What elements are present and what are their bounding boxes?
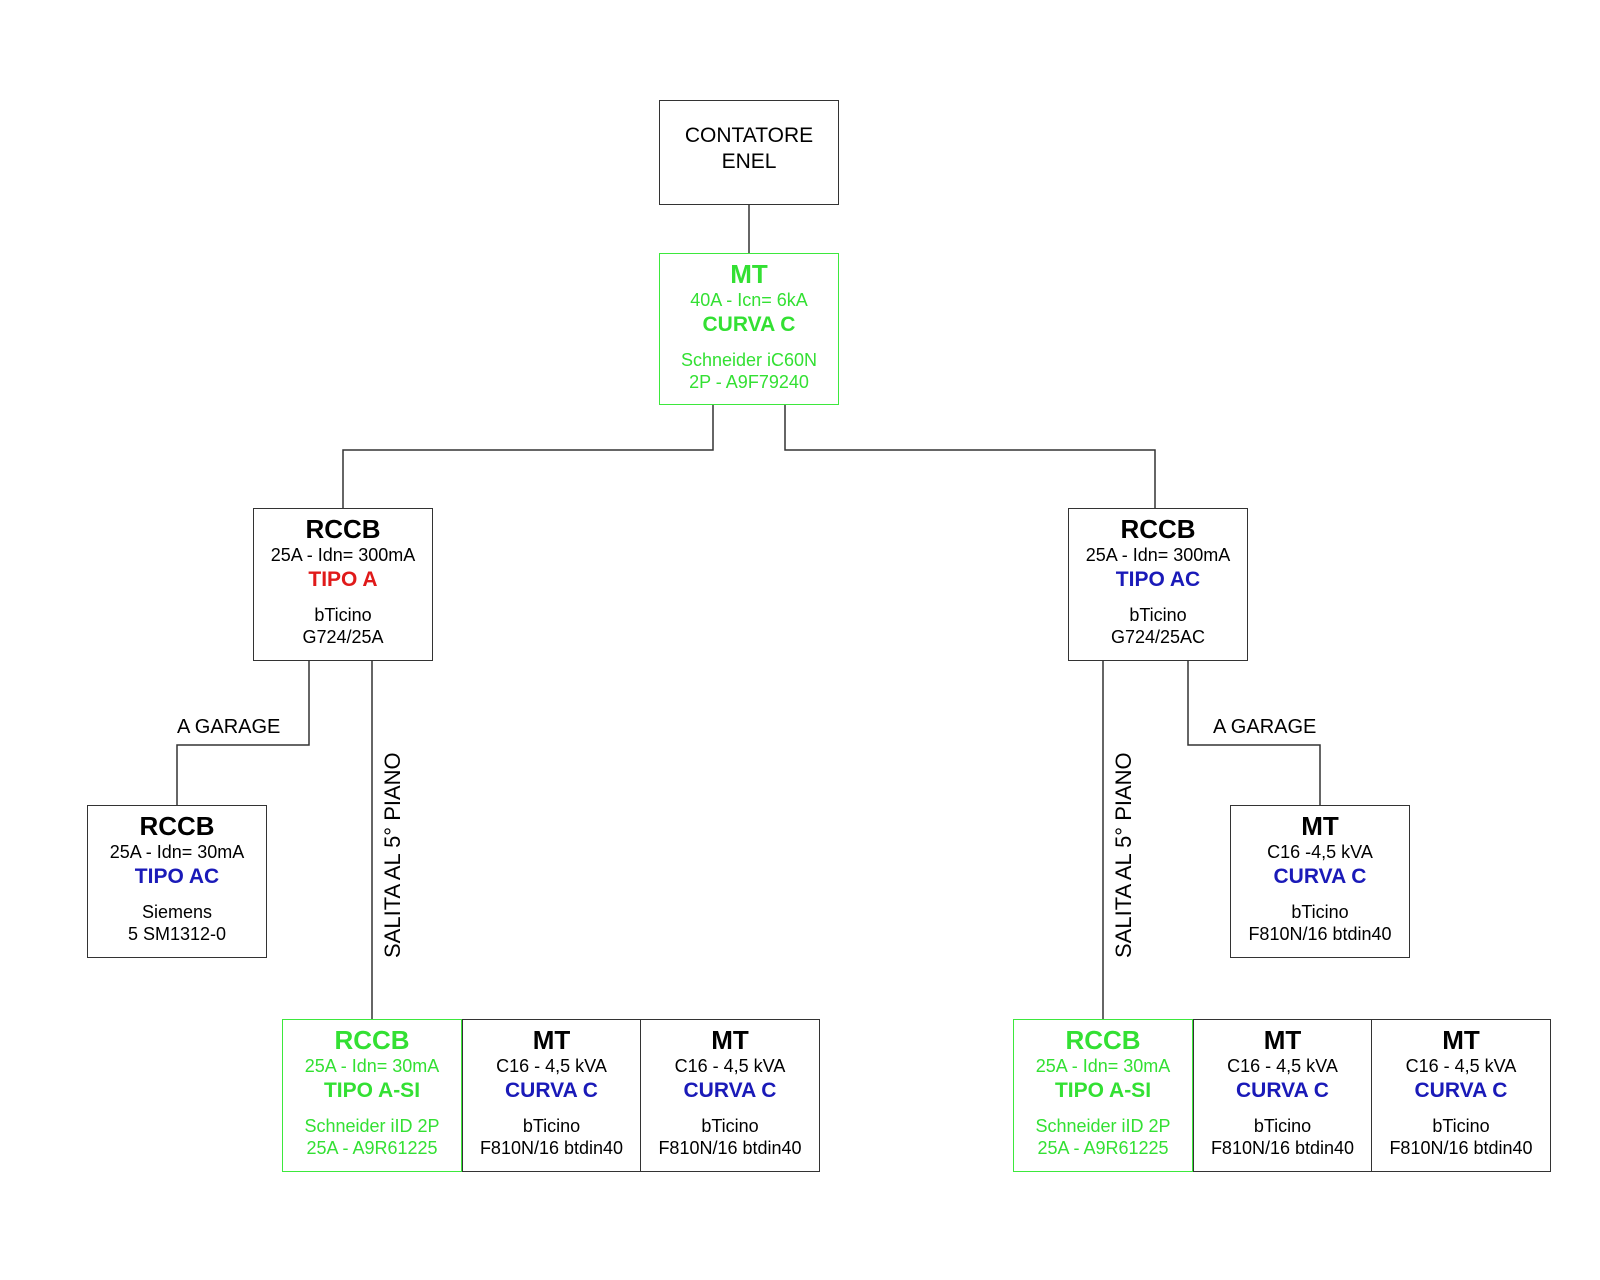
floor-left-mt2-title: MT: [711, 1025, 749, 1055]
floor-right-mt2-model-line1: bTicino: [1432, 1116, 1490, 1136]
riser-left-label: SALITA AL 5° PIANO: [380, 752, 405, 958]
floor-right-rccb-model-line1: Schneider iID 2P: [1035, 1116, 1171, 1136]
wire-main-rccb-left: [342, 405, 714, 508]
floor-left-mt1-model-line2: F810N/16 btdin40: [479, 1138, 624, 1158]
rccb-right-title: RCCB: [1120, 514, 1196, 544]
floor-right-mt1-box: MT C16 - 4,5 kVA CURVA C bTicino F810N/1…: [1193, 1019, 1372, 1172]
rccb-left-box: RCCB 25A - Idn= 300mA TIPO A bTicino G72…: [253, 508, 433, 661]
floor-left-mt2-model-line2: F810N/16 btdin40: [658, 1138, 802, 1158]
floor-left-mt1-model-line1: bTicino: [522, 1116, 581, 1136]
wire-rccb-right-garage: [1187, 661, 1321, 805]
floor-left-mt2-curve: CURVA C: [683, 1079, 777, 1102]
rccb-left-model-line1: bTicino: [314, 605, 372, 625]
floor-right-mt1-model-line1: bTicino: [1253, 1116, 1312, 1136]
garage-right-title: MT: [1301, 811, 1339, 841]
garage-left-model-line2: 5 SM1312-0: [127, 924, 227, 944]
rccb-right-rating: 25A - Idn= 300mA: [1085, 545, 1231, 565]
floor-right-mt1-title: MT: [1263, 1025, 1302, 1055]
rccb-left-type: TIPO A: [308, 568, 378, 591]
meter-label-line2: ENEL: [721, 150, 777, 173]
floor-left-mt2-rating: C16 - 4,5 kVA: [674, 1056, 786, 1076]
rccb-left-model-line2: G724/25A: [302, 627, 384, 647]
floor-left-mt2-model-line1: bTicino: [701, 1116, 759, 1136]
garage-right-model-line1: bTicino: [1291, 902, 1349, 922]
floor-right-rccb-type: TIPO A-SI: [1054, 1079, 1152, 1102]
floor-right-mt2-box: MT C16 - 4,5 kVA CURVA C bTicino F810N/1…: [1371, 1019, 1551, 1172]
garage-left-title: RCCB: [139, 811, 215, 841]
floor-left-rccb-box: RCCB 25A - Idn= 30mA TIPO A-SI Schneider…: [282, 1019, 462, 1172]
rccb-right-model-line2: G724/25AC: [1110, 627, 1206, 647]
garage-right-label: A GARAGE: [1213, 716, 1317, 738]
riser-right-label: SALITA AL 5° PIANO: [1111, 752, 1136, 958]
meter-box: CONTATORE ENEL: [659, 100, 839, 205]
wire-rccb-left-garage: [176, 661, 310, 805]
main-breaker-box: MT 40A - Icn= 6kA CURVA C Schneider iC60…: [659, 253, 839, 405]
garage-right-model-line2: F810N/16 btdin40: [1248, 924, 1392, 944]
garage-left-type: TIPO AC: [134, 865, 220, 888]
wire-main-rccb-right: [784, 405, 1156, 508]
floor-right-mt2-title: MT: [1442, 1025, 1480, 1055]
garage-left-label: A GARAGE: [177, 716, 281, 738]
floor-left-mt1-box: MT C16 - 4,5 kVA CURVA C bTicino F810N/1…: [462, 1019, 641, 1172]
floor-right-rccb-title: RCCB: [1065, 1025, 1141, 1055]
rccb-right-type: TIPO AC: [1115, 568, 1201, 591]
floor-right-mt2-rating: C16 - 4,5 kVA: [1405, 1056, 1517, 1076]
main-breaker-model-line2: 2P - A9F79240: [689, 372, 809, 392]
garage-right-curve: CURVA C: [1273, 865, 1367, 888]
main-breaker-title: MT: [730, 259, 768, 289]
floor-left-mt1-rating: C16 - 4,5 kVA: [496, 1056, 607, 1076]
floor-left-mt2-box: MT C16 - 4,5 kVA CURVA C bTicino F810N/1…: [640, 1019, 820, 1172]
main-breaker-curve: CURVA C: [702, 313, 796, 336]
floor-left-rccb-model-line2: 25A - A9R61225: [306, 1138, 438, 1158]
floor-right-mt1-model-line2: F810N/16 btdin40: [1210, 1138, 1355, 1158]
rccb-left-rating: 25A - Idn= 300mA: [270, 545, 416, 565]
garage-right-mt-box: MT C16 -4,5 kVA CURVA C bTicino F810N/16…: [1230, 805, 1410, 958]
floor-right-mt1-rating: C16 - 4,5 kVA: [1227, 1056, 1338, 1076]
meter-label-line1: CONTATORE: [684, 124, 814, 147]
main-breaker-model-line1: Schneider iC60N: [680, 350, 818, 370]
garage-left-rating: 25A - Idn= 30mA: [109, 842, 245, 862]
floor-left-rccb-rating: 25A - Idn= 30mA: [304, 1056, 440, 1076]
floor-right-rccb-model-line2: 25A - A9R61225: [1037, 1138, 1169, 1158]
floor-right-mt2-model-line2: F810N/16 btdin40: [1389, 1138, 1533, 1158]
floor-left-mt1-title: MT: [532, 1025, 571, 1055]
floor-left-rccb-model-line1: Schneider iID 2P: [304, 1116, 440, 1136]
rccb-left-title: RCCB: [305, 514, 381, 544]
garage-right-rating: C16 -4,5 kVA: [1267, 842, 1373, 862]
main-breaker-rating: 40A - Icn= 6kA: [690, 290, 808, 310]
floor-left-rccb-type: TIPO A-SI: [323, 1079, 421, 1102]
rccb-right-box: RCCB 25A - Idn= 300mA TIPO AC bTicino G7…: [1068, 508, 1248, 661]
floor-right-rccb-rating: 25A - Idn= 30mA: [1035, 1056, 1171, 1076]
floor-left-rccb-title: RCCB: [334, 1025, 410, 1055]
floor-right-mt1-curve: CURVA C: [1236, 1079, 1329, 1102]
floor-left-mt1-curve: CURVA C: [505, 1079, 598, 1102]
floor-right-rccb-box: RCCB 25A - Idn= 30mA TIPO A-SI Schneider…: [1013, 1019, 1193, 1172]
floor-right-mt2-curve: CURVA C: [1414, 1079, 1508, 1102]
rccb-right-model-line1: bTicino: [1129, 605, 1187, 625]
garage-left-rccb-box: RCCB 25A - Idn= 30mA TIPO AC Siemens 5 S…: [87, 805, 267, 958]
garage-left-model-line1: Siemens: [141, 902, 213, 922]
